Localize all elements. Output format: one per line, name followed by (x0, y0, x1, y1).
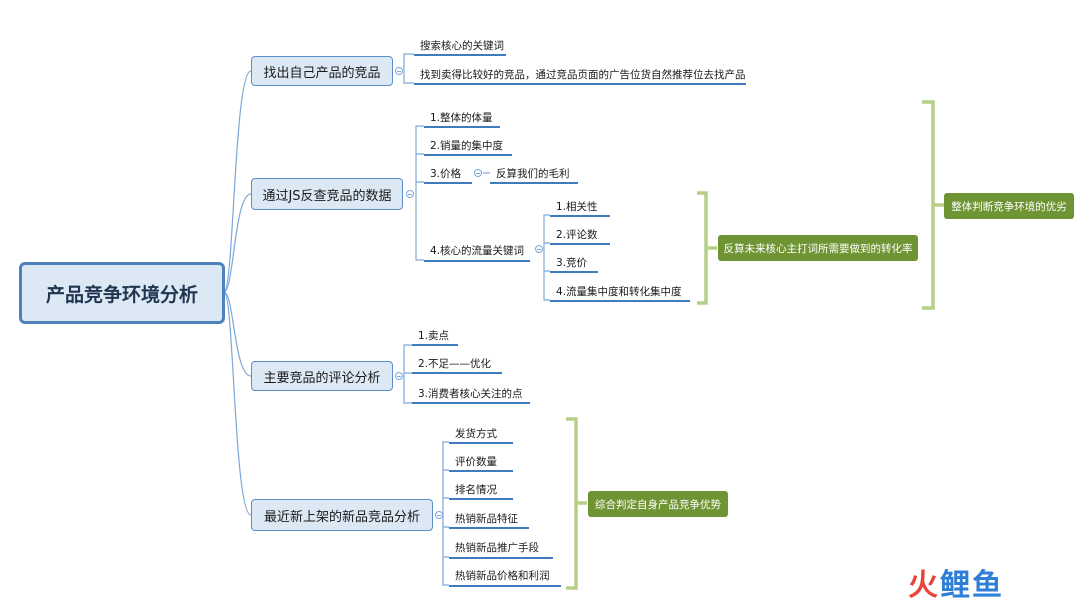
connector-b4-leaves (442, 441, 449, 586)
leaf-relevance[interactable]: 1.相关性 (550, 197, 610, 217)
bracket-new-products (566, 417, 587, 590)
leaf-hot-promotion[interactable]: 热销新品推广手段 (449, 538, 553, 559)
connector-root-b2 (223, 193, 252, 293)
branch-review-analysis[interactable]: 主要竞品的评论分析 (251, 361, 393, 391)
branch-label: 找出自己产品的竞品 (263, 65, 381, 81)
watermark-logo: 火鲤鱼 (908, 560, 1004, 604)
collapse-toggle-icon[interactable] (395, 67, 403, 75)
connector-b2-leaves (415, 125, 424, 261)
leaf-label: 评价数量 (455, 455, 497, 468)
leaf-label: 3.价格 (430, 167, 462, 180)
collapse-toggle-icon[interactable] (395, 372, 403, 380)
connector-root-b4 (223, 291, 252, 516)
leaf-shipping-method[interactable]: 发货方式 (449, 424, 513, 444)
connector-b1-leaves (403, 53, 414, 84)
summary-competitive-advantage[interactable]: 综合判定自身产品竞争优势 (588, 491, 728, 517)
leaf-traffic-conversion[interactable]: 4.流量集中度和转化集中度 (550, 282, 690, 302)
leaf-label: 反算我们的毛利 (496, 167, 570, 180)
leaf-price[interactable]: 3.价格 (424, 164, 472, 184)
summary-overall-judgement[interactable]: 整体判断竞争环境的优劣 (944, 193, 1074, 219)
bracket-keywords (697, 191, 717, 305)
collapse-toggle-icon[interactable] (535, 245, 543, 253)
leaf-label: 1.卖点 (418, 329, 450, 342)
connector-b3-leaves (403, 344, 412, 404)
leaf-consumer-focus[interactable]: 3.消费者核心关注的点 (412, 384, 530, 404)
branch-label: 通过JS反查竞品的数据 (262, 188, 392, 204)
leaf-label: 热销新品特征 (455, 512, 518, 525)
summary-brackets (566, 100, 944, 590)
leaf-label: 2.评论数 (556, 228, 598, 241)
bracket-overall (922, 100, 944, 310)
collapse-toggle-icon[interactable] (474, 169, 482, 177)
summary-label: 整体判断竞争环境的优劣 (951, 200, 1067, 213)
root-label: 产品竞争环境分析 (45, 283, 198, 306)
leaf-ranking[interactable]: 排名情况 (449, 480, 513, 500)
branch-find-competitors[interactable]: 找出自己产品的竞品 (251, 56, 393, 86)
leaf-label: 热销新品推广手段 (455, 542, 539, 554)
leaf-review-quantity[interactable]: 评价数量 (449, 452, 513, 472)
leaf-label: 4.流量集中度和转化集中度 (556, 285, 682, 298)
leaf-label: 找到卖得比较好的竞品，通过竞品页面的广告位货自然推荐位去找产品 (420, 68, 746, 81)
watermark-char-1: 火 (908, 568, 940, 603)
leaf-reverse-margin[interactable]: 反算我们的毛利 (490, 164, 578, 184)
connector-root-b3 (223, 291, 252, 377)
leaf-bidding[interactable]: 3.竞价 (550, 253, 598, 273)
collapse-toggle-icon[interactable] (406, 190, 414, 198)
leaf-sales-concentration[interactable]: 2.销量的集中度 (424, 136, 512, 156)
leaf-label: 3.消费者核心关注的点 (418, 387, 523, 400)
leaf-search-keywords[interactable]: 搜索核心的关键词 (414, 36, 506, 56)
leaf-shortcomings[interactable]: 2.不足——优化 (412, 354, 502, 374)
leaf-label: 2.销量的集中度 (430, 139, 504, 152)
leaf-label: 3.竞价 (556, 256, 588, 269)
connector-keyword-children (543, 214, 550, 301)
leaf-selling-points[interactable]: 1.卖点 (412, 326, 458, 346)
leaf-label: 搜索核心的关键词 (420, 39, 504, 52)
branch-js-data[interactable]: 通过JS反查竞品的数据 (251, 178, 403, 210)
leaf-label: 热销新品价格和利润 (455, 570, 550, 582)
leaf-label: 排名情况 (455, 483, 497, 496)
connector-lines (223, 53, 550, 586)
leaf-label: 1.整体的体量 (430, 111, 493, 124)
branch-label: 主要竞品的评论分析 (263, 370, 381, 386)
leaf-hot-features[interactable]: 热销新品特征 (449, 509, 529, 529)
leaf-review-count[interactable]: 2.评论数 (550, 225, 610, 245)
summary-label: 综合判定自身产品竞争优势 (595, 498, 721, 511)
connector-root-b1 (223, 70, 252, 293)
leaf-label: 2.不足——优化 (418, 357, 492, 370)
leaf-label: 4.核心的流量关键词 (430, 244, 525, 257)
watermark-char-2: 鲤 (940, 568, 972, 603)
leaf-find-best-sellers[interactable]: 找到卖得比较好的竞品，通过竞品页面的广告位货自然推荐位去找产品 (414, 65, 746, 85)
branch-label: 最近新上架的新品竞品分析 (263, 509, 420, 525)
watermark-char-3: 鱼 (972, 568, 1004, 603)
leaf-label: 1.相关性 (556, 200, 598, 213)
leaf-label: 发货方式 (455, 427, 497, 440)
branch-new-products[interactable]: 最近新上架的新品竞品分析 (251, 499, 433, 531)
collapse-toggle-icon[interactable] (435, 511, 443, 519)
summary-label: 反算未来核心主打词所需要做到的转化率 (723, 242, 913, 255)
summary-keyword-conversion[interactable]: 反算未来核心主打词所需要做到的转化率 (718, 235, 918, 261)
root-node[interactable]: 产品竞争环境分析 (19, 262, 225, 324)
leaf-hot-price-profit[interactable]: 热销新品价格和利润 (449, 566, 561, 587)
leaf-overall-volume[interactable]: 1.整体的体量 (424, 108, 500, 128)
leaf-core-traffic-keywords[interactable]: 4.核心的流量关键词 (424, 240, 530, 262)
